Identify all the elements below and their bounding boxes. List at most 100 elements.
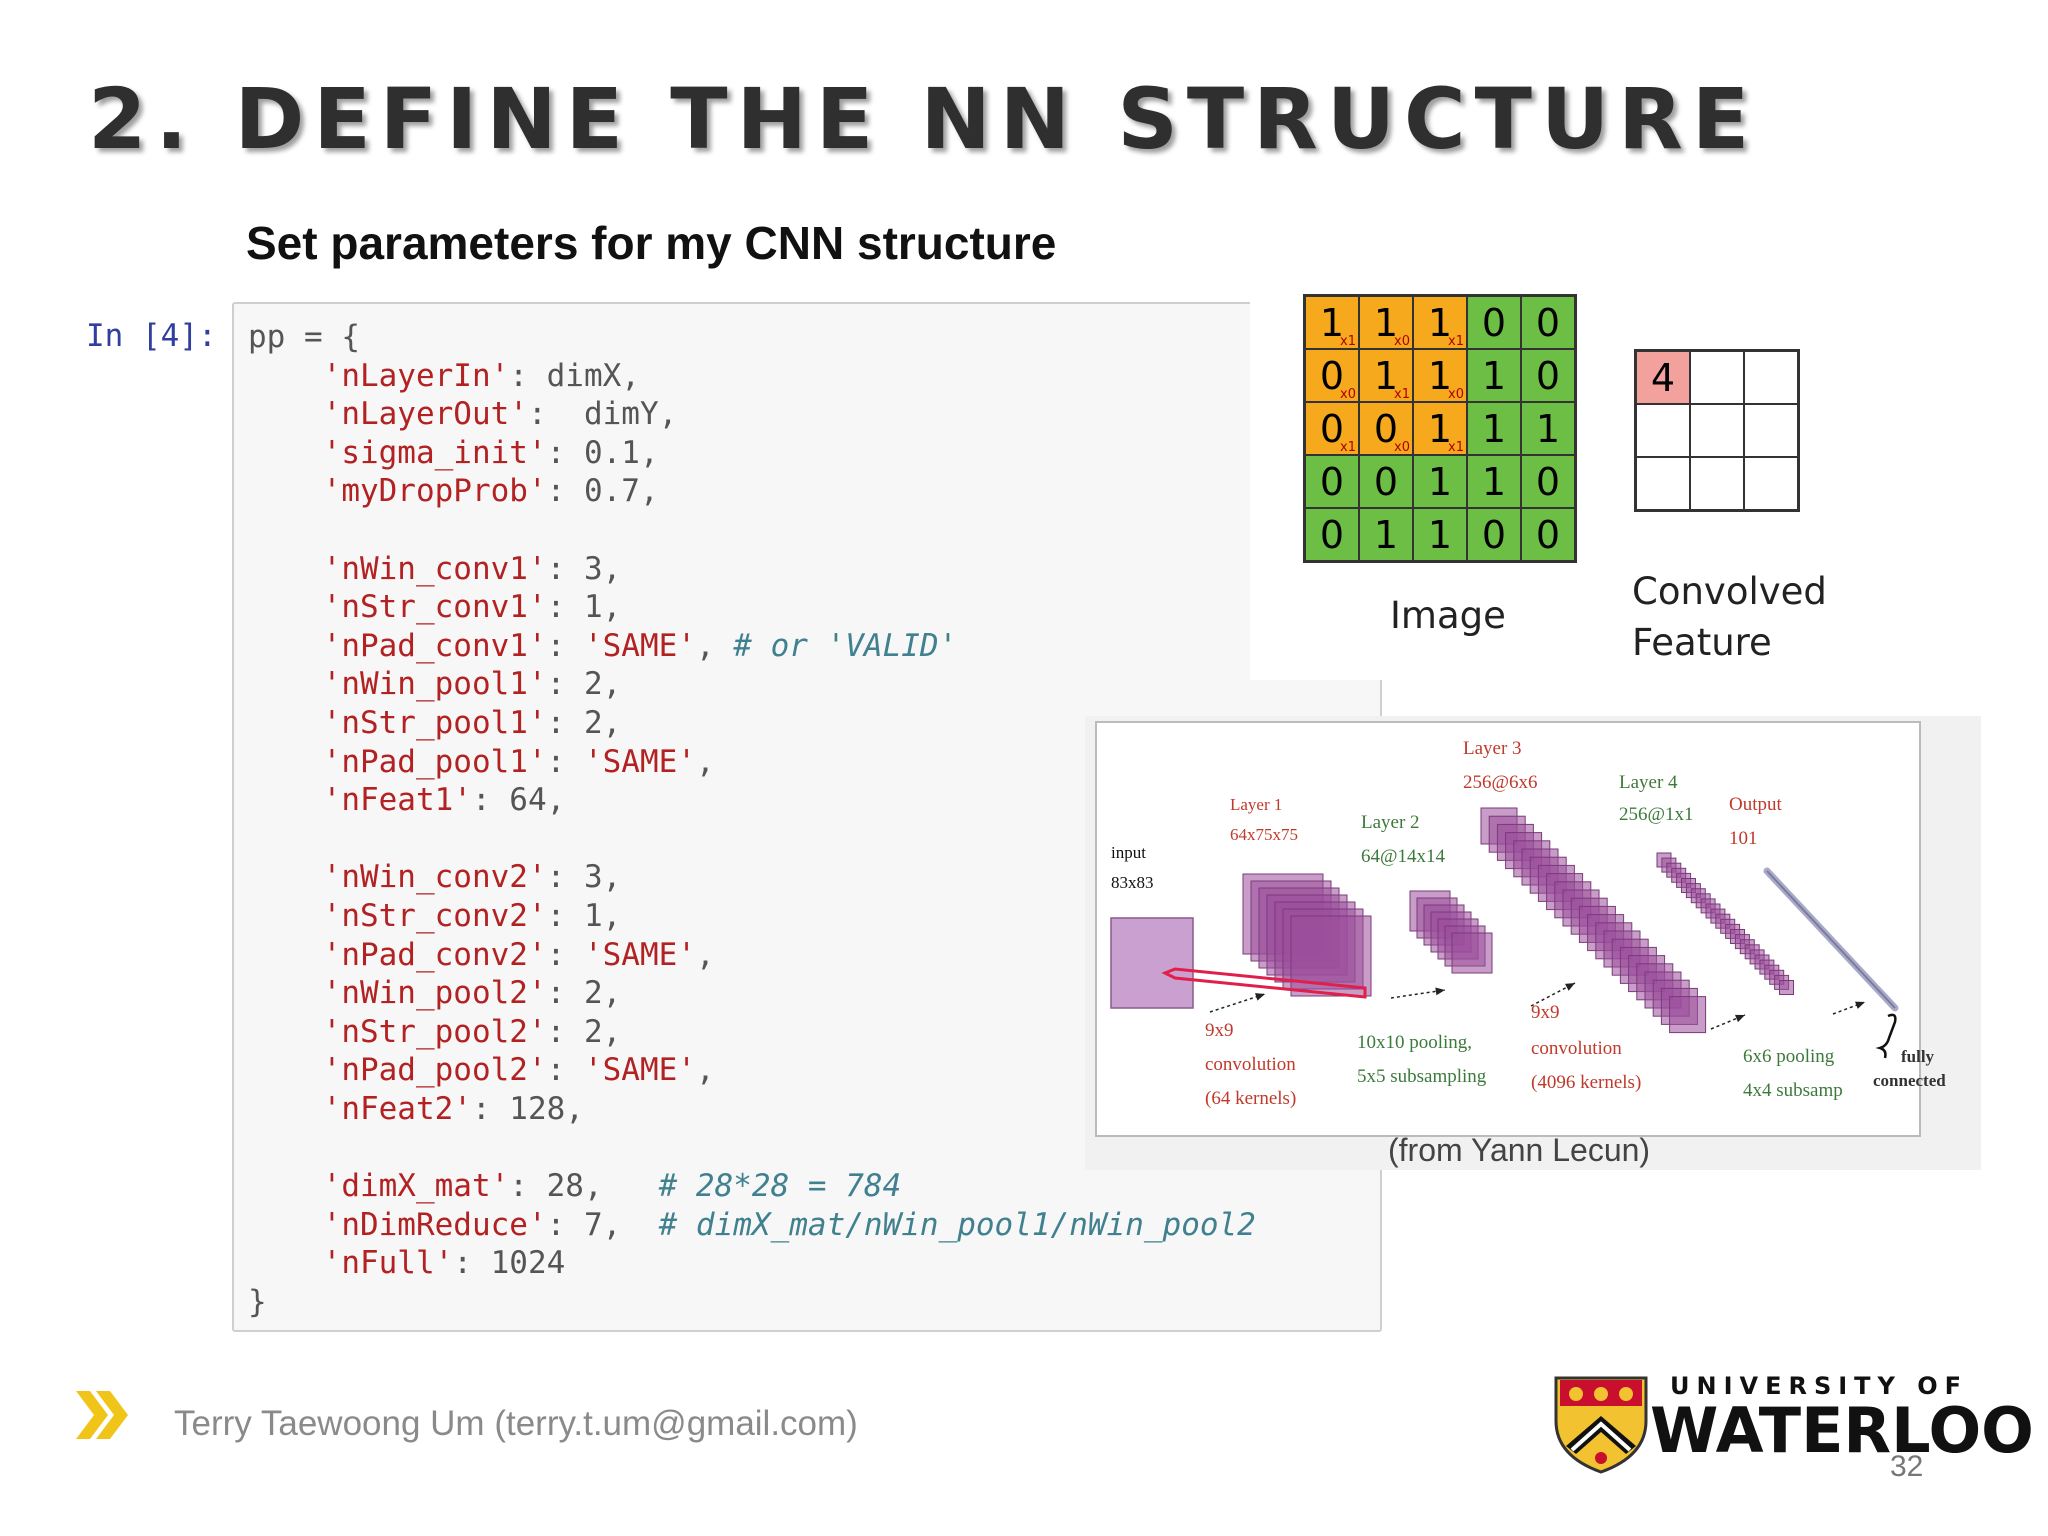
diagram-label: input <box>1111 843 1146 862</box>
lenet-figure-frame <box>1095 721 1921 1137</box>
matrix-cell: 0 <box>1303 454 1360 509</box>
university-label: UNIVERSITY OF <box>1670 1372 1969 1400</box>
convolved-cell <box>1634 456 1691 512</box>
code-text <box>248 898 323 934</box>
code-line: 'nFeat1': 64, <box>248 782 566 819</box>
code-text <box>248 358 323 394</box>
matrix-cell: 1 <box>1466 401 1522 456</box>
convolved-cell <box>1634 403 1691 458</box>
code-text: : 7, <box>546 1206 659 1243</box>
code-line: 'nStr_pool1': 2, <box>248 705 622 741</box>
code-text: : 1024 <box>453 1245 566 1282</box>
code-line: 'nFeat2': 128, <box>248 1091 584 1127</box>
code-text: : 1, <box>546 897 622 934</box>
code-text: : 2, <box>546 975 622 1012</box>
code-comment: # 28*28 = 784 <box>658 1168 902 1205</box>
chevron-double-icon <box>76 1391 128 1439</box>
diagram-label: 83x83 <box>1111 873 1154 892</box>
code-comment: # or 'VALID' <box>733 627 958 664</box>
code-line: 'nWin_conv1': 3, <box>248 550 622 587</box>
code-string: 'nWin_pool2' <box>322 975 547 1012</box>
code-text: } <box>248 1283 267 1320</box>
cell-prompt: In [4]: <box>86 318 217 354</box>
arrowhead <box>1435 987 1445 996</box>
convolved-cell: 4 <box>1634 349 1691 405</box>
code-text: : dimY, <box>527 396 678 433</box>
matrix-cell: 1 <box>1466 454 1522 509</box>
layer3-feature-map <box>1669 996 1707 1034</box>
matrix-cell: 1 <box>1466 348 1522 403</box>
code-line: 'nStr_conv2': 1, <box>248 897 622 934</box>
code-text: : 0.7, <box>546 473 659 510</box>
diagram-label: 6x6 pooling <box>1743 1046 1835 1067</box>
convolved-cell <box>1743 456 1800 512</box>
code-string: 'nLayerOut' <box>322 396 528 433</box>
arrow-line <box>1530 982 1576 1007</box>
diagram-label: 4x4 subsamp <box>1743 1080 1843 1101</box>
code-text: : 64, <box>471 782 566 819</box>
code-line: 'nWin_pool1': 2, <box>248 666 622 702</box>
code-text <box>248 666 323 702</box>
code-string: 'nPad_conv2' <box>322 936 547 973</box>
convolved-cell <box>1743 349 1800 405</box>
diagram-label: Layer 4 <box>1619 772 1678 793</box>
code-text: : 128, <box>471 1090 584 1127</box>
layer2-feature-map <box>1451 932 1493 974</box>
convolved-feature-matrix: 4 <box>1634 349 1800 512</box>
convolved-feature-label: Convolved Feature <box>1632 570 1827 664</box>
code-line: 'dimX_mat': 28, # 28*28 = 784 <box>248 1168 902 1205</box>
code-text <box>248 782 323 818</box>
code-line: 'nFull': 1024 <box>248 1245 566 1282</box>
code-string: 'dimX_mat' <box>322 1168 510 1205</box>
matrix-cell: 0 <box>1466 294 1522 350</box>
diagram-label: 101 <box>1729 828 1758 849</box>
code-comment: # dimX_mat/nWin_pool1/nWin_pool2 <box>658 1206 1256 1243</box>
diagram-label: 256@1x1 <box>1619 804 1694 825</box>
code-text: , <box>695 1052 715 1089</box>
code-text <box>248 396 323 432</box>
code-text: , <box>695 627 734 664</box>
convolved-cell <box>1689 456 1745 512</box>
code-string: 'nStr_conv1' <box>322 589 547 626</box>
code-text: pp = { <box>248 319 360 355</box>
code-string: 'nFeat1' <box>322 782 472 819</box>
diagram-label: 9x9 <box>1205 1020 1234 1041</box>
code-text <box>248 975 323 1011</box>
arrowhead <box>1255 993 1265 1001</box>
code-string: 'nWin_conv1' <box>322 550 547 587</box>
kernel-weight: x0 <box>1340 387 1356 402</box>
code-text <box>248 1014 323 1050</box>
diagram-label: 9x9 <box>1531 1002 1560 1023</box>
code-text <box>248 859 323 895</box>
matrix-cell: 0 <box>1520 454 1577 509</box>
matrix-cell: 0 <box>1520 348 1577 403</box>
code-text: : 2, <box>546 1013 622 1050</box>
code-line: 'nPad_pool1': 'SAME', <box>248 744 715 780</box>
code-string: 'SAME' <box>583 627 696 664</box>
diagram-label: Output <box>1729 794 1783 815</box>
code-text <box>248 705 323 741</box>
layer1-feature-map <box>1290 915 1372 997</box>
code-string: 'SAME' <box>583 743 696 780</box>
code-text <box>248 937 323 973</box>
code-string: 'myDropProb' <box>322 473 547 510</box>
diagram-label: Layer 2 <box>1361 812 1420 833</box>
slide-title: 2. DEFINE THE NN STRUCTURE <box>88 70 1759 168</box>
code-text <box>248 1245 323 1281</box>
image-label: Image <box>1390 594 1506 637</box>
code-line: 'sigma_init': 0.1, <box>248 435 659 471</box>
diagram-label: Layer 3 <box>1463 738 1522 759</box>
arrowhead <box>1855 1001 1865 1009</box>
footer-author: Terry Taewoong Um (terry.t.um@gmail.com) <box>174 1404 858 1443</box>
matrix-cell: 0 <box>1466 507 1522 563</box>
code-text <box>248 744 323 780</box>
page-number: 32 <box>1890 1450 1924 1483</box>
code-text <box>248 435 323 471</box>
matrix-cell: 1 <box>1412 454 1468 509</box>
kernel-weight: x1 <box>1448 334 1464 349</box>
